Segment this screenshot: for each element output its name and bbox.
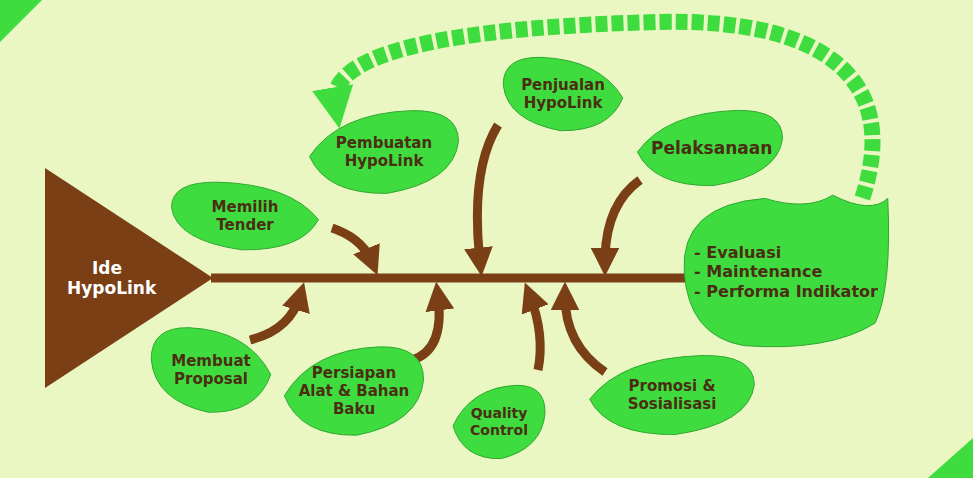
node-text-group: Pelaksanaan: [651, 138, 769, 158]
node-label: Quality Control: [467, 405, 531, 439]
node-text-group: Quality Control: [467, 405, 531, 439]
leaf-box: Pelaksanaan: [636, 108, 784, 188]
corner-triangle: [928, 438, 973, 478]
node-label: Memilih Tender: [185, 198, 305, 234]
node-label: Persiapan Alat & Bahan Baku: [298, 364, 410, 418]
leaf-box: Persiapan Alat & Bahan Baku: [283, 344, 425, 438]
node-text-group: Persiapan Alat & Bahan Baku: [298, 364, 410, 418]
node-outline: [284, 347, 423, 435]
node-label: - Evaluasi: [694, 243, 781, 262]
node-outline: [590, 355, 755, 434]
node-label: Promosi & Sosialisasi: [603, 377, 741, 413]
node-text-group: - Evaluasi- Maintenance- Performa Indika…: [694, 243, 878, 301]
leaf-box: Membuat Proposal: [150, 325, 272, 415]
corner-triangle: [0, 0, 42, 42]
node-text-group: Penjualan HypoLink: [517, 76, 609, 112]
node-outline: [151, 328, 271, 413]
node-text-group: Ide HypoLink: [67, 258, 147, 299]
node-outline: [172, 182, 319, 250]
node-text-group: Pembuatan HypoLink: [323, 134, 445, 170]
fish-tail-leaf: - Evaluasi- Maintenance- Performa Indika…: [680, 192, 892, 352]
node-text-group: Promosi & Sosialisasi: [603, 377, 741, 413]
fish-spine: [211, 274, 686, 283]
node-outline: [503, 57, 623, 130]
leaf-box: Pembuatan HypoLink: [308, 108, 460, 196]
node-label: Ide HypoLink: [67, 258, 147, 299]
leaf-box: Quality Control: [452, 383, 546, 461]
leaf-box: Memilih Tender: [170, 180, 320, 252]
node-label: Membuat Proposal: [165, 352, 257, 388]
node-label: - Maintenance: [694, 262, 822, 281]
node-label: Pembuatan HypoLink: [323, 134, 445, 170]
node-outline: [453, 385, 545, 458]
node-label: Penjualan HypoLink: [517, 76, 609, 112]
leaf-box: Promosi & Sosialisasi: [588, 353, 756, 437]
leaf-box: Penjualan HypoLink: [502, 55, 624, 133]
node-outline: [310, 111, 459, 194]
node-label: Pelaksanaan: [651, 138, 769, 158]
node-text-group: Memilih Tender: [185, 198, 305, 234]
node-text-group: Membuat Proposal: [165, 352, 257, 388]
node-label: - Performa Indikator: [694, 282, 878, 301]
node-outline: [684, 195, 889, 347]
node-outline: [637, 110, 782, 185]
